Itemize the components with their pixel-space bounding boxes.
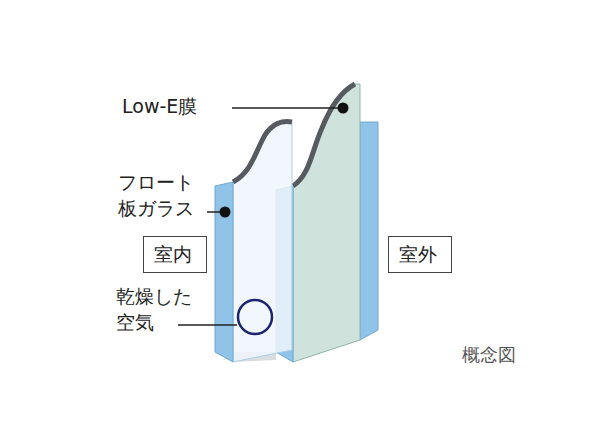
location-box: 室外 — [388, 236, 452, 273]
box-label: 室外 — [399, 242, 441, 267]
figure-note: 概念図 — [462, 343, 516, 367]
leader-dot — [220, 207, 231, 218]
outer-pane-edge — [360, 122, 378, 340]
inner-pane-cut — [233, 122, 292, 182]
inner-pane-face — [233, 122, 292, 362]
part-label: 乾燥した空気 — [116, 284, 198, 335]
leader-line — [232, 107, 340, 109]
part-label: Low-E膜 — [122, 94, 197, 120]
leader-dot — [338, 103, 349, 114]
leader-line — [178, 324, 237, 326]
outer-pane-cut — [293, 84, 355, 186]
part-label: フロート板ガラス — [118, 170, 200, 221]
inner-pane-front — [215, 182, 233, 362]
box-label: 室内 — [154, 242, 196, 267]
outer-pane-face — [293, 84, 360, 362]
air-circle — [238, 300, 272, 334]
location-box: 室内 — [143, 236, 207, 273]
